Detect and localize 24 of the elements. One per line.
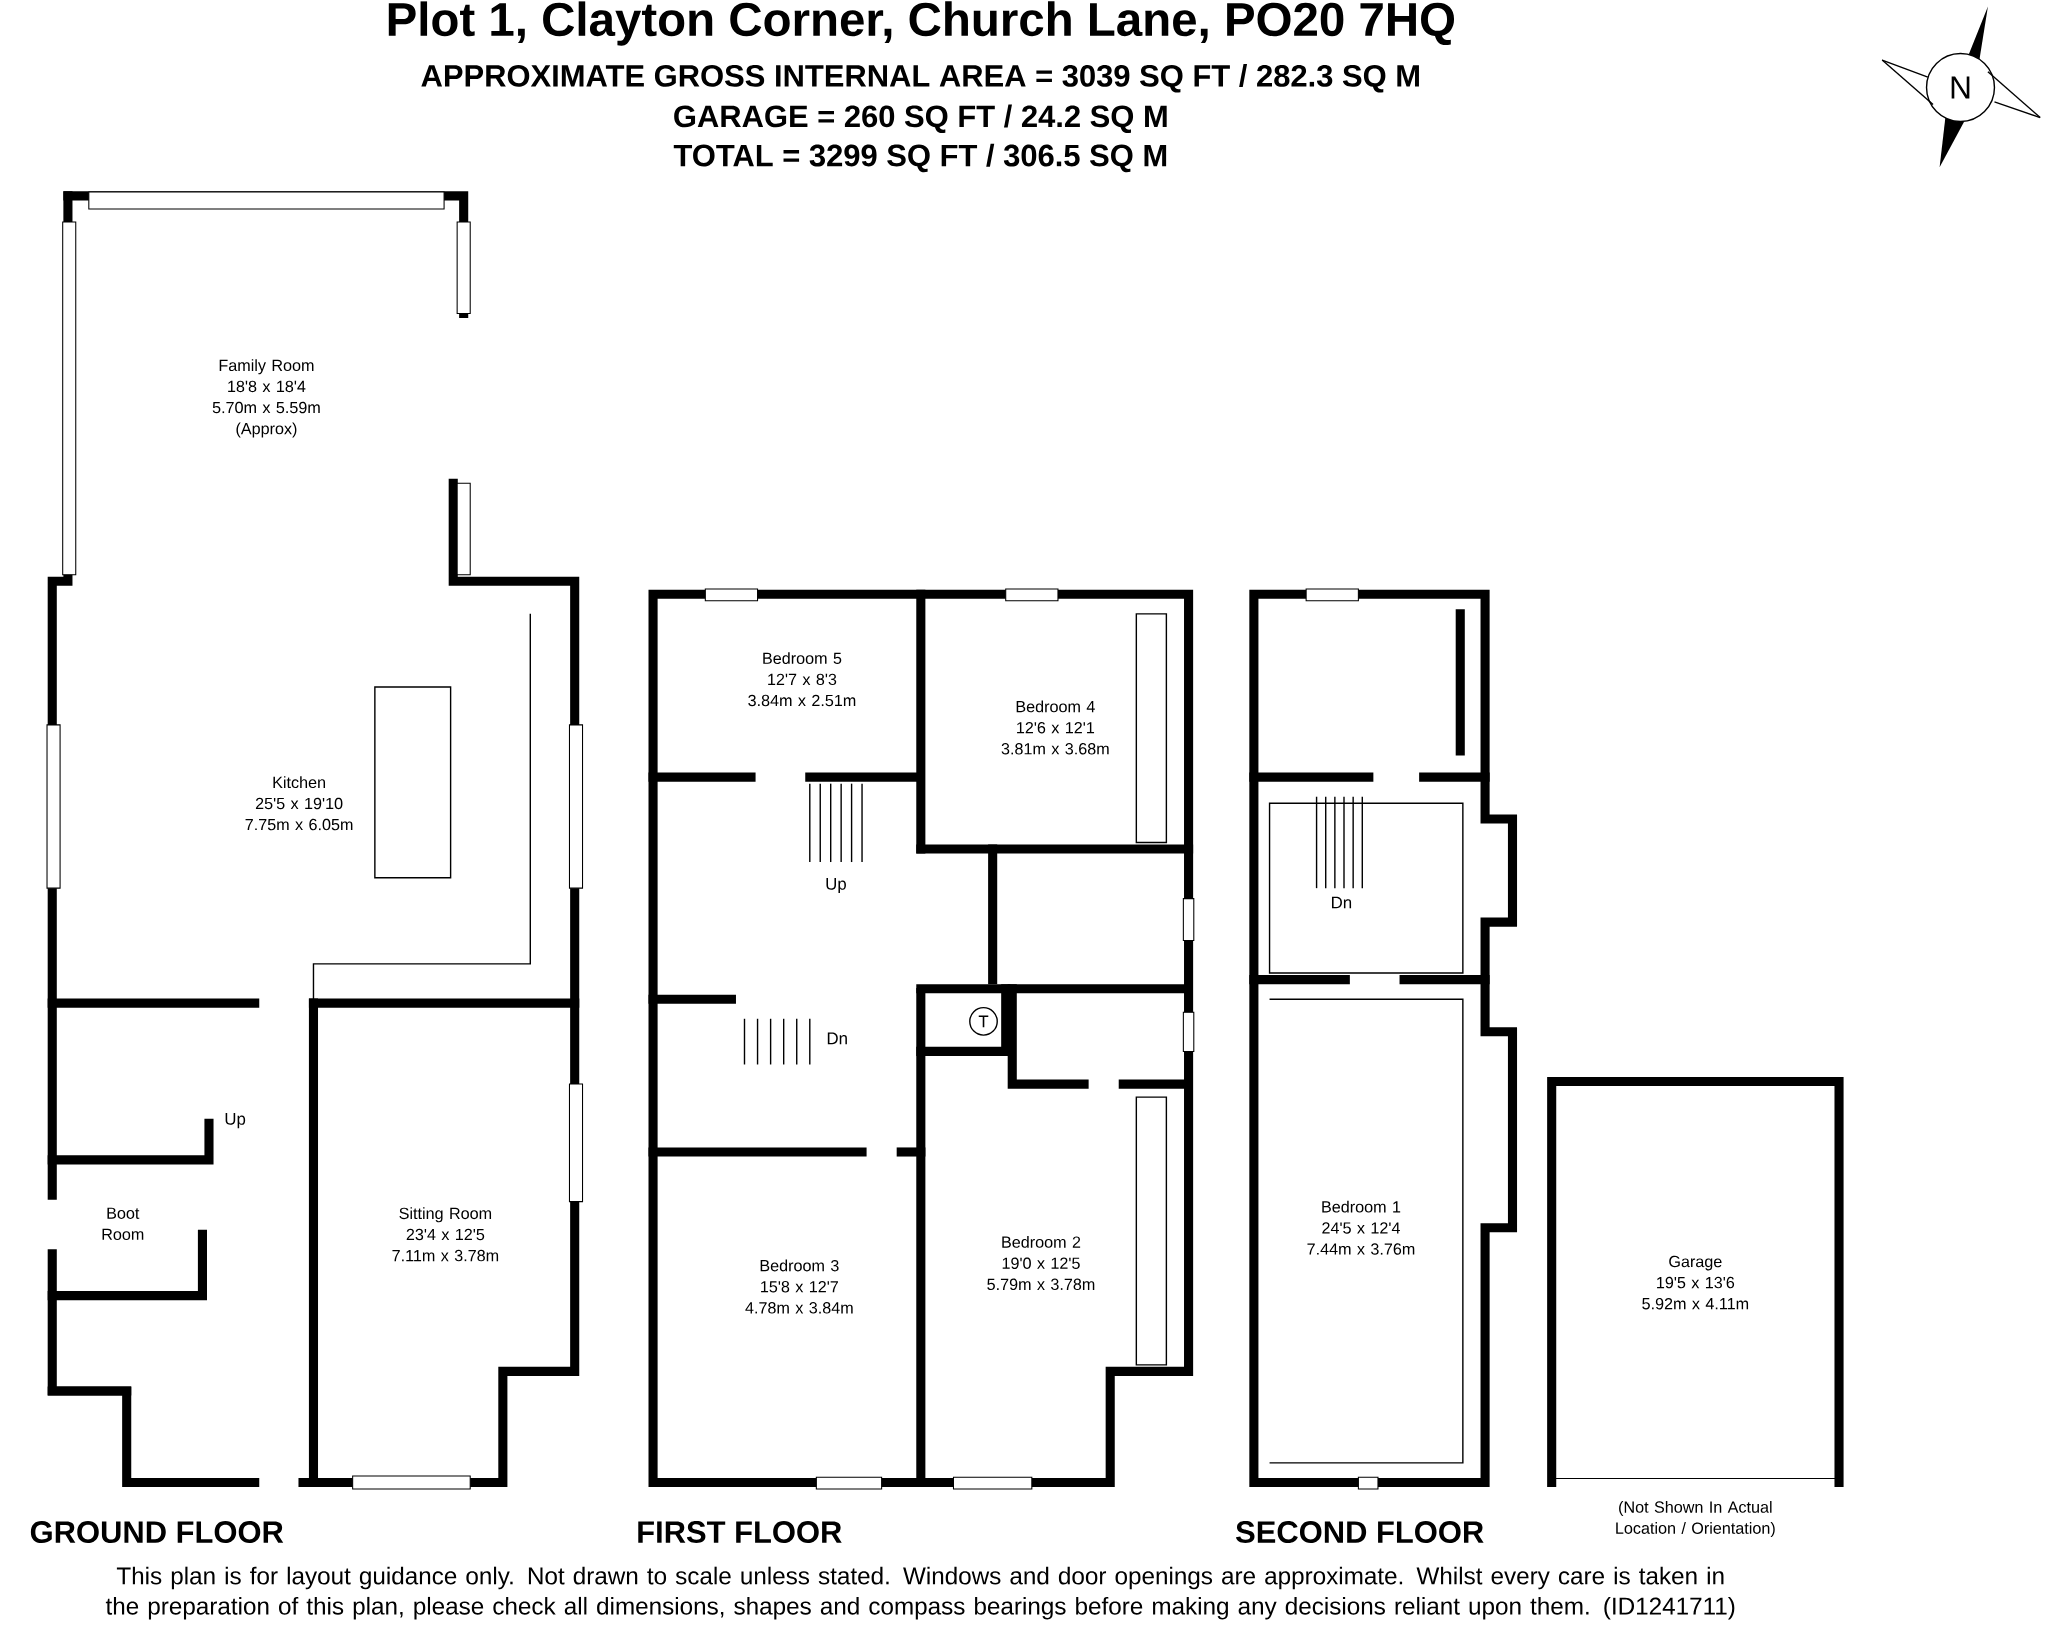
stair-label: Dn [1332,896,1352,909]
area-text: TOTAL = 3299 SQ FT / 306.5 SQ M [673,143,1167,173]
room-label: Garage 19'5 x 13'6 5.92m x 4.11m [1642,1255,1749,1310]
stair-label: Up [225,1112,246,1129]
room-label: Bedroom 2 19'0 x 12'5 5.79m x 3.78m [987,1235,1095,1290]
stair-label: Up [826,877,846,893]
room-label: Bedroom 5 12'7 x 8'3 3.84m x 2.51m [748,652,856,707]
room-label: Bedroom 1 24'5 x 12'4 7.44m x 3.76m [1307,1200,1415,1255]
floor-name: GROUND FLOOR [30,1521,284,1543]
room-label: Kitchen 25'5 x 19'10 7.75m x 6.05m [245,776,353,831]
floor-name: SECOND FLOOR [1236,1521,1484,1543]
stair-label: Dn [827,1032,847,1045]
room-label: Boot Room [102,1207,144,1240]
compass-letter: N [1951,76,1970,99]
room-label: Bedroom 4 12'6 x 12'1 3.81m x 3.68m [1001,700,1109,755]
floor-name: FIRST FLOOR [638,1521,842,1543]
title: Plot 1, Clayton Corner, Church Lane, PO20 7HQ [388,1,1455,46]
disclaimer-text: This plan is for layout guidance only. Not drawn to scale unless stated. Windows and door openings are approximate. Whilst every care is taken in the preparation of this plan, please check all dimensions, shapes and compass bearings before making any decisions reliant upon them. (ID1241711) [105,1566,1735,1620]
room-label: Bedroom 3 15'8 x 12'7 4.78m x 3.84m [745,1259,853,1314]
room-label: Sitting Room 23'4 x 12'5 7.11m x 3.78m [392,1207,499,1262]
area-text: APPROXIMATE GROSS INTERNAL AREA = 3039 SQ FT / 282.3 SQ M [421,63,1419,93]
area-text: GARAGE = 260 SQ FT / 24.2 SQ M [674,104,1167,133]
room-label: Family Room 18'8 x 18'4 5.70m x 5.59m (Approx) [212,359,320,438]
note-text: (Not Shown In Actual Location / Orientation) [1616,1500,1775,1537]
